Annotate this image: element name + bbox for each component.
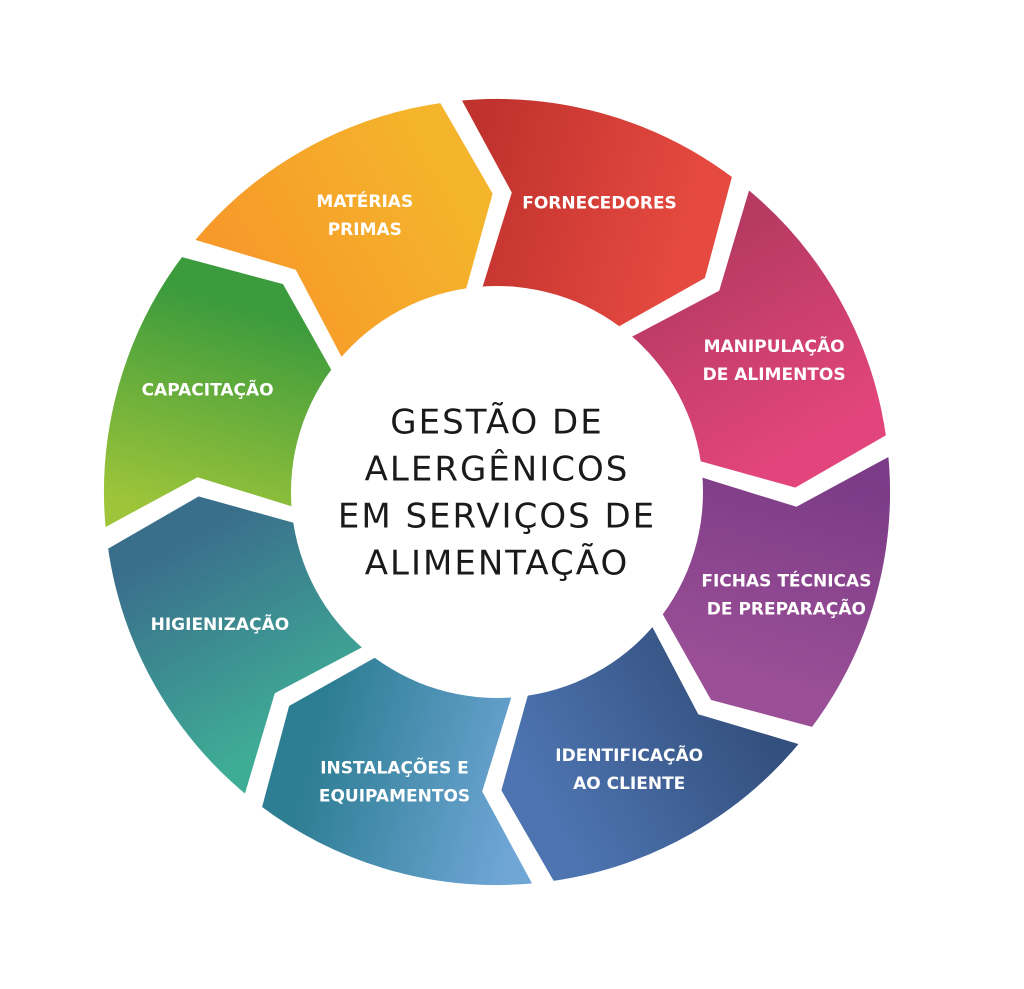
center-title: GESTÃO DE ALERGÊNICOS EM SERVIÇOS DE ALIMEN… <box>338 403 656 584</box>
center-title-line: ALERGÊNICOS <box>365 449 630 490</box>
segment-label-line: FORNECEDORES <box>522 194 677 214</box>
labels-layer: MATÉRIAS PRIMAS FORNECEDORES MANIPULAÇÃO DE … <box>142 190 872 807</box>
segment-label-line: MATÉRIAS <box>316 190 413 212</box>
segment-label-higienizacao: HIGIENIZAÇÃO <box>151 612 290 635</box>
segment-label-capacitacao: CAPACITAÇÃO <box>142 378 274 401</box>
segment-label-line: INSTALAÇÕES E <box>320 755 469 778</box>
segment-label-line: PRIMAS <box>328 220 402 240</box>
segment-label-line: EQUIPAMENTOS <box>319 786 470 806</box>
segment-label-line: IDENTIFICAÇÃO <box>555 743 703 766</box>
segment-label-line: AO CLIENTE <box>573 774 685 794</box>
segment-label-manipulacao: MANIPULAÇÃO DE ALIMENTOS <box>703 334 846 385</box>
segment-label-line: HIGIENIZAÇÃO <box>151 612 290 635</box>
segment-label-fichas-tecnicas: FICHAS TÉCNICAS DE PREPARAÇÃO <box>701 570 871 620</box>
segment-label-line: DE PREPARAÇÃO <box>707 597 866 620</box>
center-title-line: ALIMENTAÇÃO <box>365 544 629 584</box>
center-title-line: GESTÃO DE <box>390 403 603 443</box>
segment-label-instalacoes: INSTALAÇÕES E EQUIPAMENTOS <box>319 755 470 806</box>
segment-label-fornecedores: FORNECEDORES <box>522 194 677 214</box>
segment-label-materias-primas: MATÉRIAS PRIMAS <box>316 190 413 240</box>
segment-label-line: MANIPULAÇÃO <box>704 334 845 357</box>
segment-label-line: CAPACITAÇÃO <box>142 378 274 401</box>
segment-label-line: FICHAS TÉCNICAS <box>701 570 871 592</box>
segment-label-identificacao: IDENTIFICAÇÃO AO CLIENTE <box>555 743 703 794</box>
center-title-line: EM SERVIÇOS DE <box>338 497 656 537</box>
center-circle <box>291 286 703 698</box>
segment-label-line: DE ALIMENTOS <box>703 365 846 385</box>
